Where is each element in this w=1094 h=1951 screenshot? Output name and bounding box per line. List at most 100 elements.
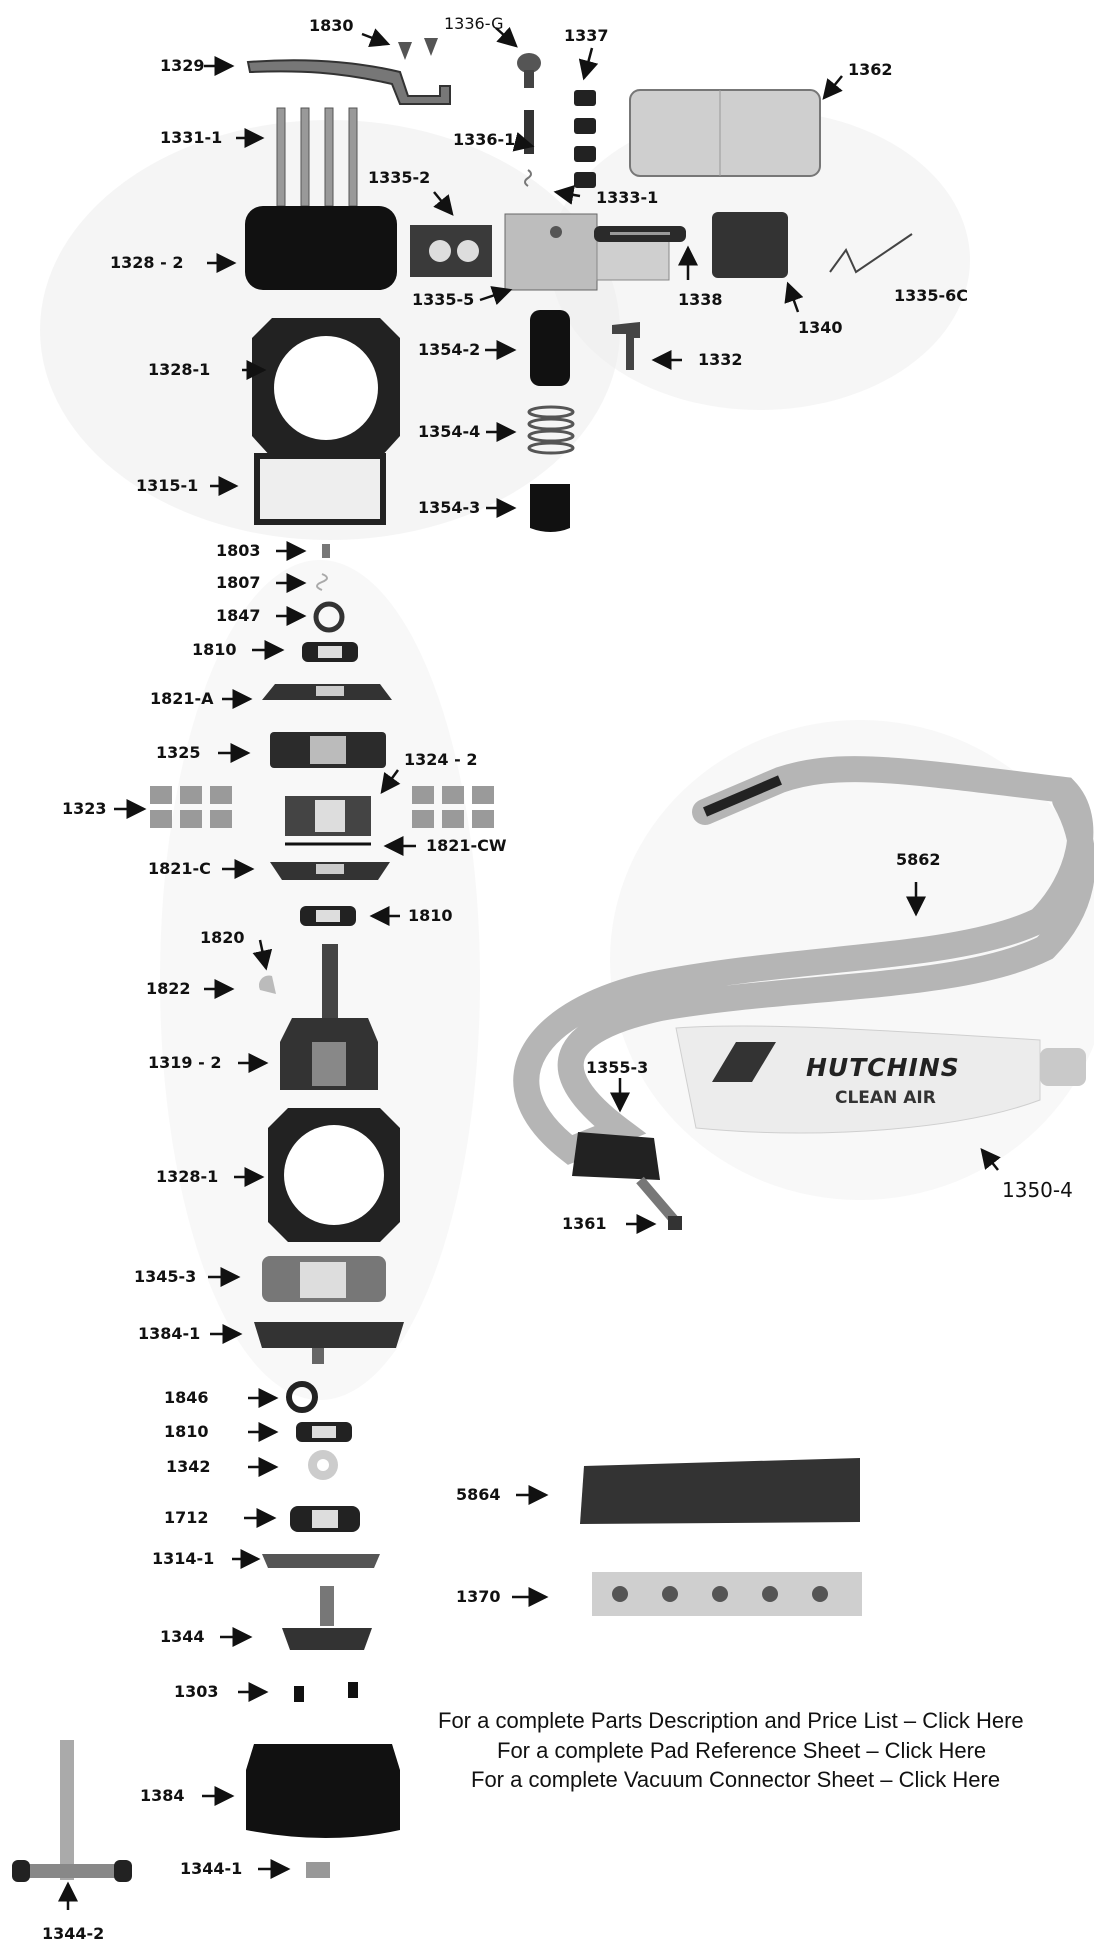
label-1344-2: 1344-2 — [42, 1924, 105, 1943]
label-1384-1: 1384-1 — [138, 1324, 201, 1343]
vacuum-connector-sheet-link[interactable]: For a complete Vacuum Connector Sheet – … — [471, 1767, 1001, 1793]
part-1328-2 — [245, 206, 397, 290]
part-1821-a — [262, 684, 392, 700]
label-1370: 1370 — [456, 1587, 501, 1606]
part-1846 — [286, 1381, 318, 1413]
label-1324-2: 1324 - 2 — [404, 750, 478, 769]
label-1384: 1384 — [140, 1786, 185, 1805]
part-1336-g — [517, 53, 541, 88]
label-1354-2: 1354-2 — [418, 340, 481, 359]
part-1338 — [594, 226, 686, 242]
label-1807: 1807 — [216, 573, 261, 592]
label-1810-b: 1810 — [408, 906, 453, 925]
label-1354-3: 1354-3 — [418, 498, 481, 517]
part-1319-2 — [280, 944, 378, 1090]
part-1350-4 — [675, 1025, 1086, 1134]
part-1333-1 — [524, 169, 532, 187]
part-1344-2 — [12, 1740, 132, 1882]
part-1344-1 — [306, 1862, 330, 1878]
part-1830 — [398, 38, 438, 60]
part-1345-3 — [262, 1256, 386, 1302]
part-1810-a — [302, 642, 358, 662]
label-1344-1: 1344-1 — [180, 1859, 243, 1878]
label-1325: 1325 — [156, 743, 201, 762]
part-1340 — [712, 212, 788, 278]
label-1328-2: 1328 - 2 — [110, 253, 184, 272]
brand-name: HUTCHINS — [806, 1053, 960, 1082]
label-1355-3: 1355-3 — [586, 1058, 649, 1077]
part-1810-b — [300, 906, 356, 926]
label-1315-1: 1315-1 — [136, 476, 199, 495]
parts-price-list-link[interactable]: For a complete Parts Description and Pri… — [438, 1708, 1024, 1733]
part-1329 — [246, 59, 451, 105]
label-1821-a: 1821-A — [150, 689, 214, 708]
part-1355-3 — [572, 1132, 660, 1180]
label-1810-a: 1810 — [192, 640, 237, 659]
label-1803: 1803 — [216, 541, 261, 560]
part-1384-1 — [254, 1322, 404, 1364]
part-1712 — [290, 1506, 360, 1532]
part-5862 — [513, 756, 1094, 1165]
part-1332 — [612, 322, 640, 370]
part-1361 — [636, 1176, 682, 1230]
label-1328-1-bottom: 1328-1 — [156, 1167, 219, 1186]
label-1820: 1820 — [200, 928, 245, 947]
label-1323: 1323 — [62, 799, 107, 818]
part-1314-1 — [262, 1554, 380, 1568]
part-1354-3 — [530, 484, 570, 532]
part-1323-right — [412, 786, 494, 828]
label-1345-3: 1345-3 — [134, 1267, 197, 1286]
brand-subtitle: CLEAN AIR — [835, 1088, 936, 1108]
label-1328-1-top: 1328-1 — [148, 360, 211, 379]
label-5864: 5864 — [456, 1485, 501, 1504]
part-1324-2 — [285, 796, 371, 836]
label-1822: 1822 — [146, 979, 191, 998]
label-1319-2: 1319 - 2 — [148, 1053, 222, 1072]
label-1336-g: 1336-G — [444, 14, 504, 33]
part-1354-4 — [527, 405, 575, 455]
label-1340: 1340 — [798, 318, 843, 337]
label-1846: 1846 — [164, 1388, 209, 1407]
part-1803 — [322, 544, 330, 558]
part-1335-6c — [829, 233, 913, 274]
label-5862: 5862 — [896, 850, 941, 869]
pad-reference-sheet-link[interactable]: For a complete Pad Reference Sheet – Cli… — [497, 1737, 987, 1763]
part-1370 — [592, 1572, 862, 1616]
label-1847: 1847 — [216, 606, 261, 625]
label-1335-6c: 1335-6C — [894, 286, 969, 305]
label-1350-4: 1350-4 — [1002, 1178, 1073, 1202]
part-1328-1-top — [252, 318, 400, 458]
label-1329: 1329 — [160, 56, 205, 75]
part-1335-2 — [410, 225, 492, 277]
label-1338: 1338 — [678, 290, 723, 309]
part-1337 — [574, 90, 596, 188]
part-1342 — [308, 1450, 338, 1480]
label-1821-c: 1821-C — [148, 859, 211, 878]
part-1328-1-bottom — [268, 1108, 400, 1242]
part-1810-c — [296, 1422, 352, 1442]
label-1332: 1332 — [698, 350, 743, 369]
label-1361: 1361 — [562, 1214, 607, 1233]
part-1807 — [316, 573, 328, 591]
part-1384 — [246, 1744, 400, 1838]
label-1810-c: 1810 — [164, 1422, 209, 1441]
label-1303: 1303 — [174, 1682, 219, 1701]
label-1344: 1344 — [160, 1627, 205, 1646]
label-1342: 1342 — [166, 1457, 211, 1476]
label-1337: 1337 — [564, 26, 609, 45]
part-1822 — [258, 975, 276, 994]
part-1303 — [294, 1682, 358, 1702]
part-1336-1 — [524, 110, 534, 154]
label-1362: 1362 — [848, 60, 893, 79]
label-1335-2: 1335-2 — [368, 168, 431, 187]
label-1354-4: 1354-4 — [418, 422, 481, 441]
part-5864 — [580, 1458, 860, 1524]
reference-links: For a complete Parts Description and Pri… — [438, 1706, 1094, 1795]
part-1323-left — [150, 786, 232, 828]
part-1325 — [270, 732, 386, 768]
part-1847 — [313, 601, 345, 633]
label-1333-1: 1333-1 — [596, 188, 659, 207]
label-1336-1: 1336-1 — [453, 130, 516, 149]
